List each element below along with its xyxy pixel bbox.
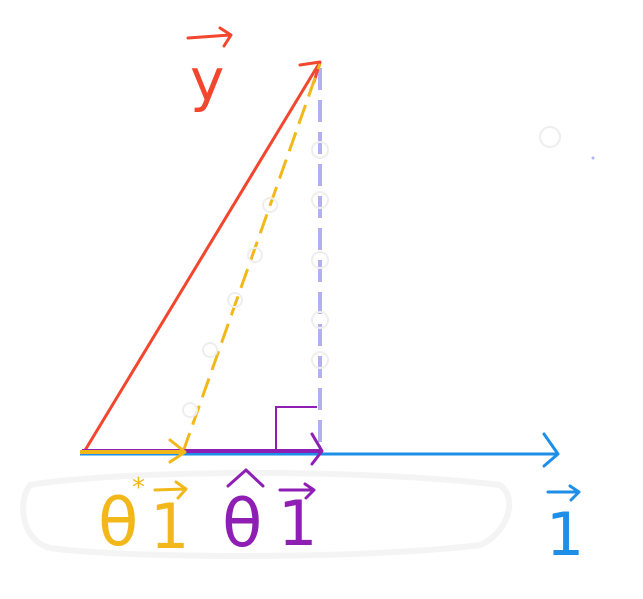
theta-hat-hat bbox=[226, 468, 265, 488]
dotted-markers bbox=[182, 126, 561, 418]
theta-hat-one: 1 bbox=[278, 487, 317, 560]
theta-star-one-arrow bbox=[153, 480, 188, 500]
theta-star-arrowhead bbox=[168, 438, 187, 464]
y-vector-label-arrow bbox=[186, 26, 233, 48]
label-background-smudge bbox=[20, 470, 513, 559]
one-vector-label-arrow bbox=[546, 484, 581, 502]
theta-star-one: 1 bbox=[150, 490, 189, 563]
one-vector-label-text: 1 bbox=[546, 500, 584, 570]
theta-star-asterisk: * bbox=[132, 473, 145, 503]
one-vector-arrowhead bbox=[542, 432, 560, 468]
theta-hat-one-label: θ 1 bbox=[222, 468, 317, 562]
residual-dashed-line bbox=[181, 63, 322, 453]
one-vector-label: 1 bbox=[546, 484, 584, 570]
theta-star-one-label: θ * 1 bbox=[98, 473, 189, 563]
y-vector-label: y bbox=[186, 26, 233, 114]
theta-star-theta: θ bbox=[98, 484, 138, 561]
theta-hat-theta: θ bbox=[222, 485, 262, 562]
theta-hat-one-arrow bbox=[278, 482, 316, 500]
right-angle-marker bbox=[275, 406, 317, 449]
y-vector-arrowhead bbox=[298, 60, 322, 84]
y-vector bbox=[82, 61, 322, 453]
stray-dot bbox=[591, 156, 595, 160]
theta-hat-arrowhead bbox=[310, 432, 324, 466]
y-vector-label-text: y bbox=[190, 46, 224, 114]
